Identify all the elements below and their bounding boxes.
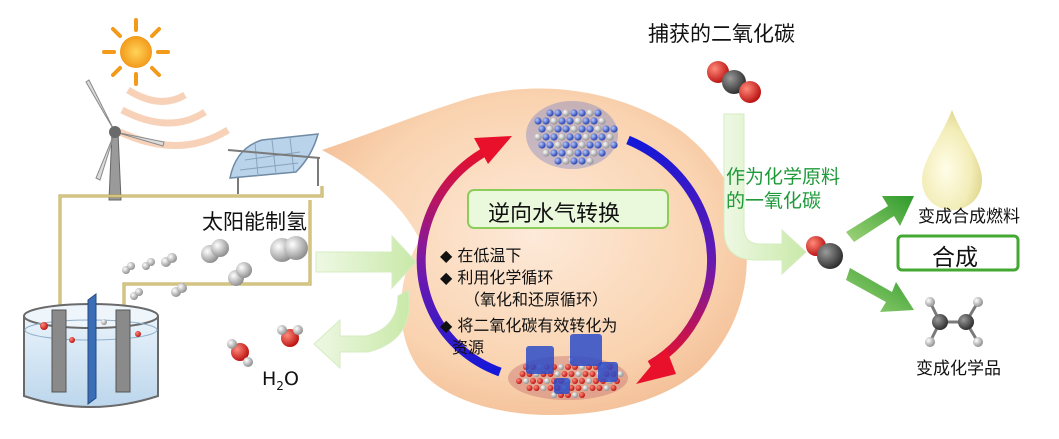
water-output-arrow <box>313 289 410 370</box>
chemical-arrow <box>846 268 914 312</box>
synthesis-label: 合成 <box>932 245 978 271</box>
water-molecules-icon <box>227 325 303 367</box>
sun-icon <box>102 18 170 86</box>
bullet-3: ◆ 将二氧化碳有效转化为 <box>440 316 618 335</box>
hydrogen-molecules <box>122 236 308 300</box>
catalyst-particle-icon <box>526 101 618 169</box>
solar-hydrogen-label: 太阳能制氢 <box>202 210 307 234</box>
water-label: H2O <box>262 368 299 393</box>
synthesis-box <box>896 234 1020 272</box>
captured-co2-label: 捕获的二氧化碳 <box>648 22 795 46</box>
solar-concentrator-icon <box>227 133 321 194</box>
process-bubble <box>322 88 747 415</box>
electrolysis-tank-icon <box>23 293 159 408</box>
co-feedstock-label-line2: 的一氧化碳 <box>726 190 822 212</box>
co-feedstock-label-line1: 作为化学原料 <box>726 166 841 188</box>
catalyst-support-icon <box>508 334 628 400</box>
bullet-1: ◆ 在低温下 <box>440 246 522 265</box>
wind-turbine-icon <box>85 79 165 201</box>
co2-molecule-icon <box>707 61 761 103</box>
fuel-arrow <box>846 196 914 242</box>
chemical-loop-arrows <box>416 135 717 384</box>
ethylene-molecule-icon <box>925 297 983 347</box>
co2-feed-arrow <box>723 113 807 276</box>
co-molecule-icon <box>806 236 843 269</box>
fuel-droplet-icon <box>922 110 982 210</box>
fuels-label: 变成合成燃料 <box>918 207 1020 227</box>
bullet-2: ◆ 利用化学循环 <box>440 268 554 287</box>
rwgs-title-box <box>467 189 669 229</box>
rwgs-title: 逆向水气转换 <box>488 202 621 227</box>
chemicals-label: 变成化学品 <box>916 359 1001 379</box>
bullet-3-cont: 资源 <box>452 338 485 357</box>
hydrogen-feed-arrow <box>315 234 417 290</box>
bullet-2-sub: （氧化和还原循环） <box>464 290 609 309</box>
